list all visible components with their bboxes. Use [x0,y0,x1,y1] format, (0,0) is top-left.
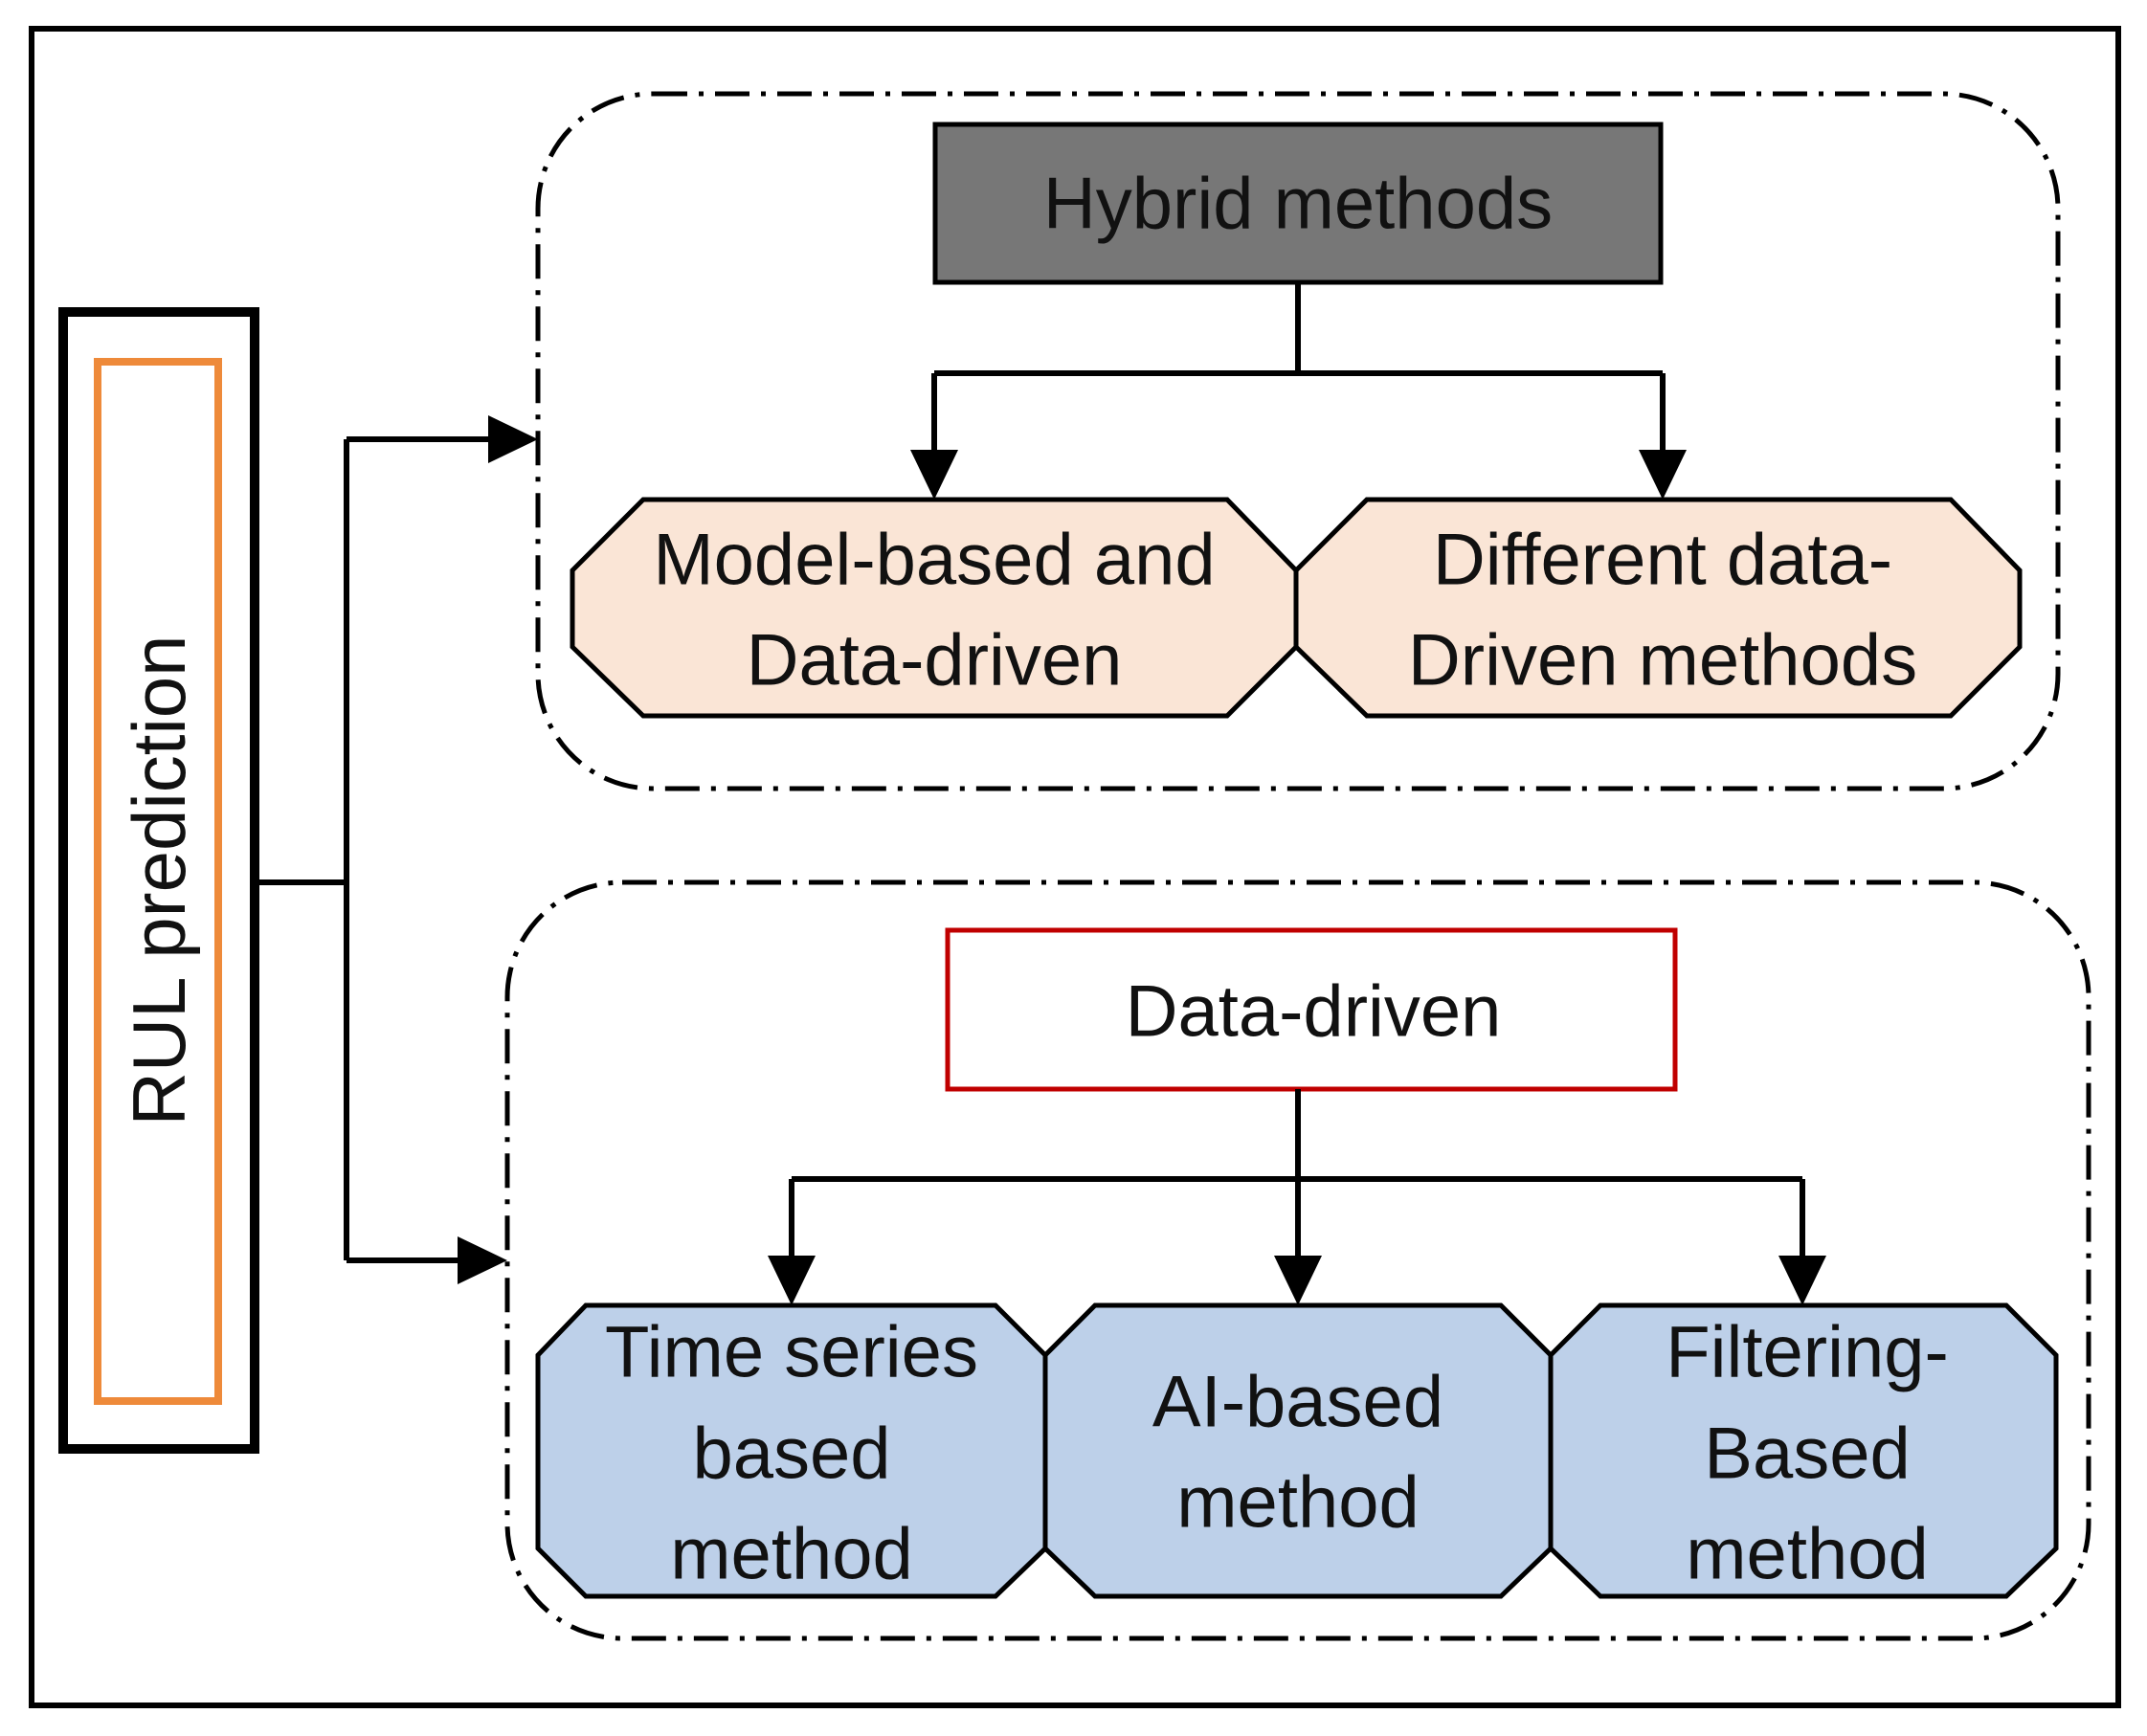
hybrid-child-model-based-data-driven: Model-based and Data-driven [570,497,1299,719]
hybrid-child-1-line2: Data-driven [747,620,1123,701]
dd-child-3-line3: method [1686,1514,1929,1595]
dd-child-ai-based: AI-based method [1042,1302,1554,1599]
datadriven-connectors [789,1089,1805,1263]
hybrid-connectors [931,282,1666,459]
root-label: RUL prediction [117,634,201,1125]
dd-child-1-line1: Time series [605,1312,978,1393]
arrow-to-datadriven-group [458,1236,507,1284]
hybrid-child-2-line1: Different data- [1433,520,1892,601]
arrow-dd-child-1 [768,1256,816,1305]
datadriven-header-label: Data-driven [1126,971,1502,1053]
hybrid-header: Hybrid methods [932,122,1664,285]
dd-child-1-line2: based [692,1413,890,1495]
dd-child-1-line3: method [670,1514,913,1595]
dd-child-3-line2: Based [1704,1413,1911,1495]
hybrid-header-label: Hybrid methods [1043,164,1553,245]
root-node: RUL prediction [58,307,259,1454]
dd-child-filtering-based: Filtering- Based method [1548,1302,2059,1599]
arrow-to-hybrid-group [488,415,538,463]
dd-child-2-line1: AI-based [1152,1362,1443,1443]
root-connector [255,436,490,1263]
hybrid-child-1-line1: Model-based and [653,520,1215,601]
arrow-hybrid-child-2 [1639,450,1687,500]
arrow-dd-child-3 [1778,1256,1826,1305]
dd-child-2-line2: method [1176,1462,1420,1544]
hybrid-child-2-line2: Driven methods [1408,620,1917,701]
dd-child-3-line1: Filtering- [1666,1312,1949,1393]
arrow-dd-child-2 [1274,1256,1322,1305]
arrow-hybrid-child-1 [910,450,958,500]
hybrid-group [535,91,2061,791]
hybrid-child-different-data-driven: Different data- Driven methods [1293,497,2023,719]
dd-child-time-series: Time series based method [535,1302,1048,1599]
datadriven-header: Data-driven [945,927,1678,1092]
